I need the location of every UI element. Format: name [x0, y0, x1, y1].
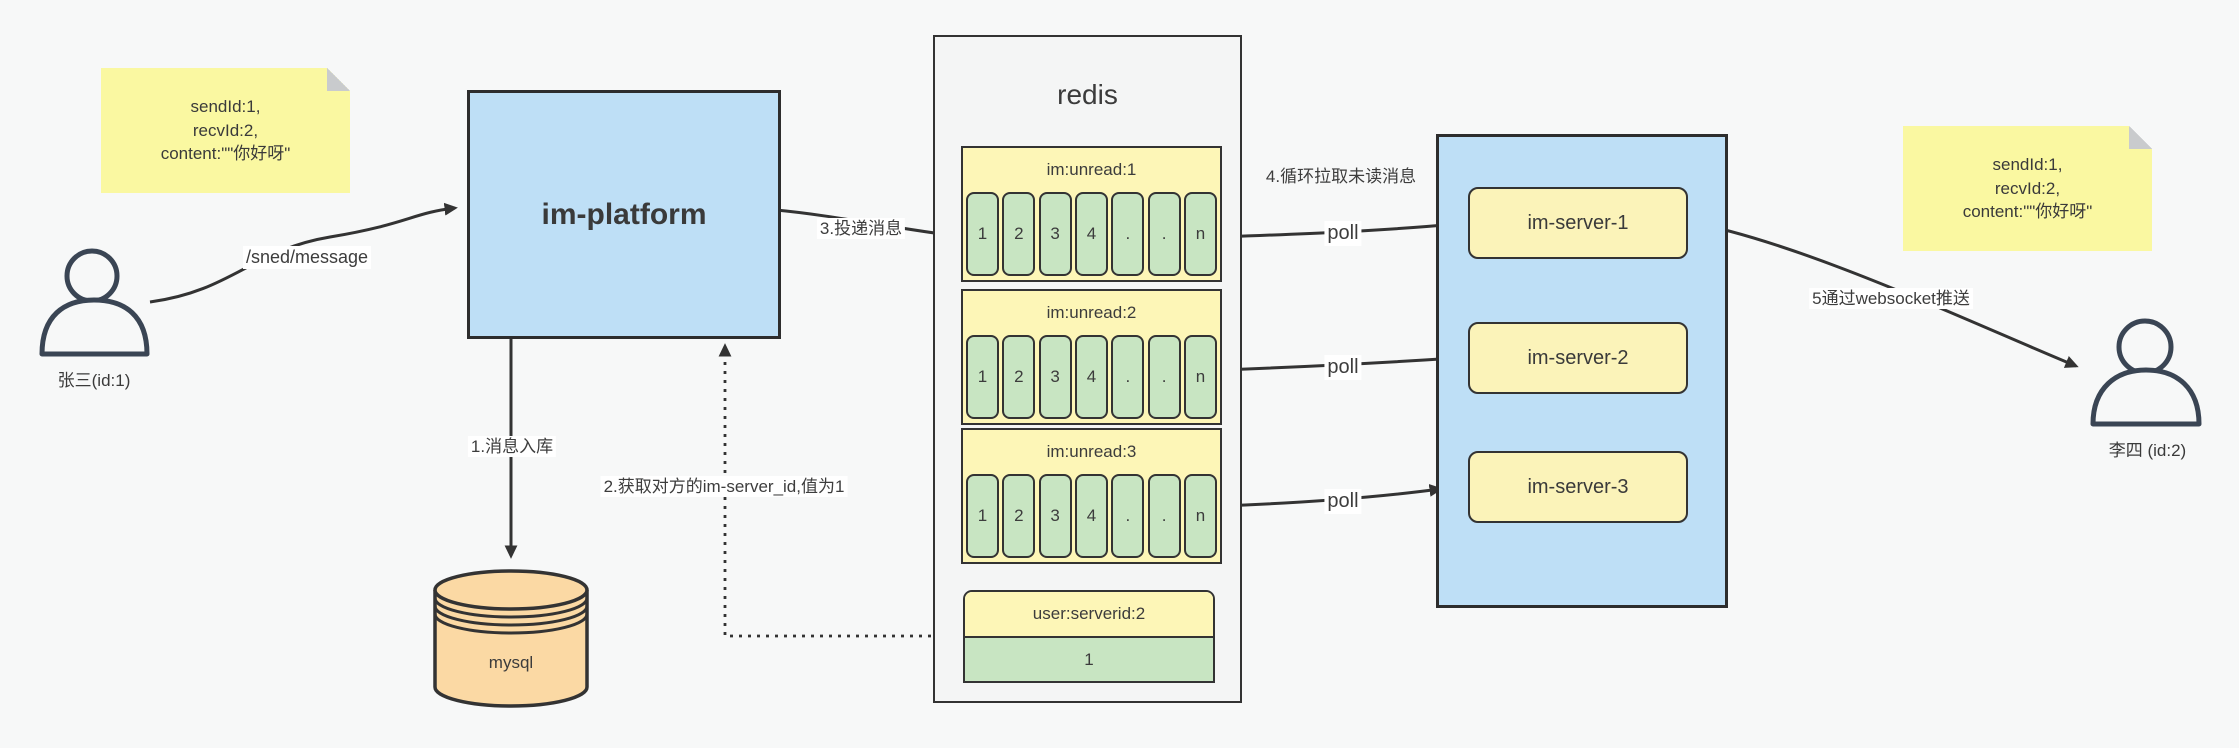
- queue-cell: 1: [966, 192, 999, 276]
- queue-cell: .: [1111, 192, 1145, 276]
- person-receiver: 李四 (id:2): [2090, 318, 2205, 468]
- note-line: recvId:2,: [1994, 178, 2061, 198]
- sticky-note-left: sendId:1, recvId:2, content:""你好呀": [101, 68, 350, 193]
- queue-cell: 4: [1074, 335, 1108, 419]
- kv-title: user:serverid:2: [965, 592, 1213, 638]
- container-im-servers: im-server-1 im-server-2 im-server-3: [1436, 134, 1728, 608]
- person-sender: 张三(id:1): [38, 248, 150, 398]
- queue-cells: 1 2 3 4 . . n: [963, 335, 1220, 423]
- queue-cell: 2: [1002, 192, 1036, 276]
- queue-im-unread-3: im:unread:3 1 2 3 4 . . n: [961, 428, 1222, 564]
- queue-cell: 3: [1038, 474, 1072, 558]
- queue-cell: .: [1147, 474, 1181, 558]
- mysql-label: mysql: [488, 653, 534, 672]
- edge-label-step2: 2.获取对方的im-server_id,值为1: [600, 476, 848, 498]
- queue-cells: 1 2 3 4 . . n: [963, 474, 1220, 562]
- queue-cell: 4: [1074, 474, 1108, 558]
- edge-label-step3: 3.投递消息: [816, 218, 906, 240]
- queue-cell: 3: [1038, 192, 1072, 276]
- queue-cell: 4: [1074, 192, 1108, 276]
- node-im-server-1: im-server-1: [1468, 187, 1688, 259]
- node-mysql: mysql: [433, 565, 589, 710]
- edge-label-poll-2: poll: [1324, 355, 1362, 380]
- queue-cell: .: [1111, 474, 1145, 558]
- queue-cell: 3: [1038, 335, 1072, 419]
- queue-cell: 1: [966, 474, 999, 558]
- queue-cell: .: [1147, 335, 1181, 419]
- queue-cell: n: [1183, 192, 1217, 276]
- kv-value: 1: [965, 638, 1213, 681]
- node-im-server-3: im-server-3: [1468, 451, 1688, 523]
- note-line: sendId:1,: [1992, 154, 2063, 174]
- person-icon: [2090, 318, 2202, 427]
- queue-im-unread-1: im:unread:1 1 2 3 4 . . n: [961, 146, 1222, 282]
- note-line: sendId:1,: [190, 96, 261, 116]
- queue-cell: n: [1183, 474, 1217, 558]
- queue-cells: 1 2 3 4 . . n: [963, 192, 1220, 280]
- note-line: content:""你好呀": [160, 144, 291, 164]
- person-sender-label: 张三(id:1): [57, 371, 131, 390]
- queue-title: im:unread:2: [1046, 303, 1137, 322]
- note-fold-icon: [327, 68, 350, 91]
- edge-label-poll-3: poll: [1324, 489, 1362, 514]
- im-platform-label: im-platform: [541, 197, 707, 231]
- note-line: recvId:2,: [192, 120, 259, 140]
- node-im-platform: im-platform: [467, 90, 781, 339]
- note-line: content:""你好呀": [1962, 202, 2093, 222]
- person-icon: [39, 248, 150, 357]
- kv-user-serverid: user:serverid:2 1: [963, 590, 1215, 683]
- queue-im-unread-2: im:unread:2 1 2 3 4 . . n: [961, 289, 1222, 425]
- node-im-server-2: im-server-2: [1468, 322, 1688, 394]
- queue-cell: 2: [1002, 335, 1036, 419]
- edge-label-poll-1: poll: [1324, 221, 1362, 246]
- sticky-note-right: sendId:1, recvId:2, content:""你好呀": [1903, 126, 2152, 251]
- edge-label-step4: 4.循环拉取未读消息: [1265, 167, 1417, 186]
- edge-label-step5: 5通过websocket推送: [1809, 288, 1973, 310]
- person-receiver-label: 李四 (id:2): [2108, 441, 2187, 460]
- queue-cell: .: [1111, 335, 1145, 419]
- redis-title: redis: [1057, 79, 1118, 110]
- queue-title: im:unread:3: [1046, 442, 1137, 461]
- queue-title: im:unread:1: [1046, 160, 1137, 179]
- edge-label-step1: 1.消息入库: [467, 436, 557, 458]
- database-cylinder-icon: [433, 569, 589, 708]
- note-fold-icon: [2129, 126, 2152, 149]
- queue-cell: 2: [1002, 474, 1036, 558]
- container-redis: redis im:unread:1 1 2 3 4 . . n im:unrea…: [933, 35, 1242, 703]
- queue-cell: .: [1147, 192, 1181, 276]
- queue-cell: n: [1183, 335, 1217, 419]
- edge-label-send-message: /sned/message: [242, 246, 372, 269]
- queue-cell: 1: [966, 335, 999, 419]
